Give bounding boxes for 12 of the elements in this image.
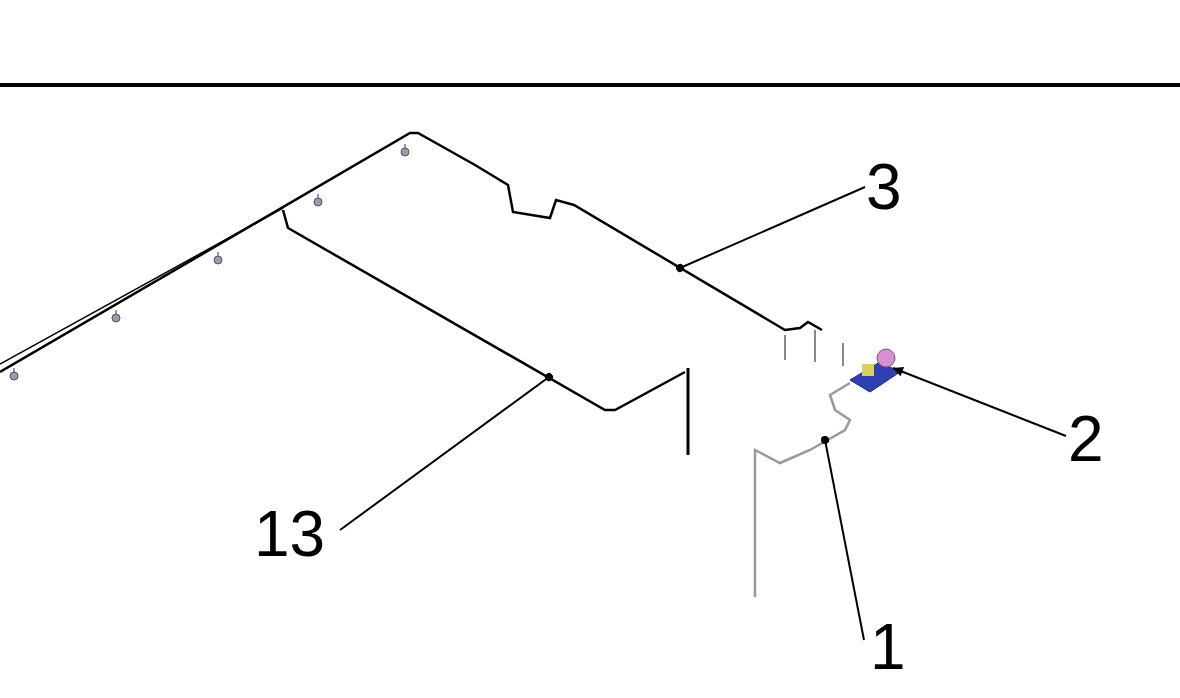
sprinkler-pipe-drawing xyxy=(0,131,844,381)
branch-pipe-drawing xyxy=(281,209,690,455)
leader-line xyxy=(339,373,553,531)
callout-number: 3 xyxy=(866,155,902,219)
leader-line xyxy=(892,367,1067,437)
callout-number: 1 xyxy=(870,615,906,679)
callout-number: 13 xyxy=(254,502,326,566)
leader-line xyxy=(821,436,865,641)
callout-number: 2 xyxy=(1068,407,1104,471)
leader-line xyxy=(676,186,866,272)
supply-pipe-drawing xyxy=(753,381,852,597)
pump-unit-drawing xyxy=(849,348,901,393)
